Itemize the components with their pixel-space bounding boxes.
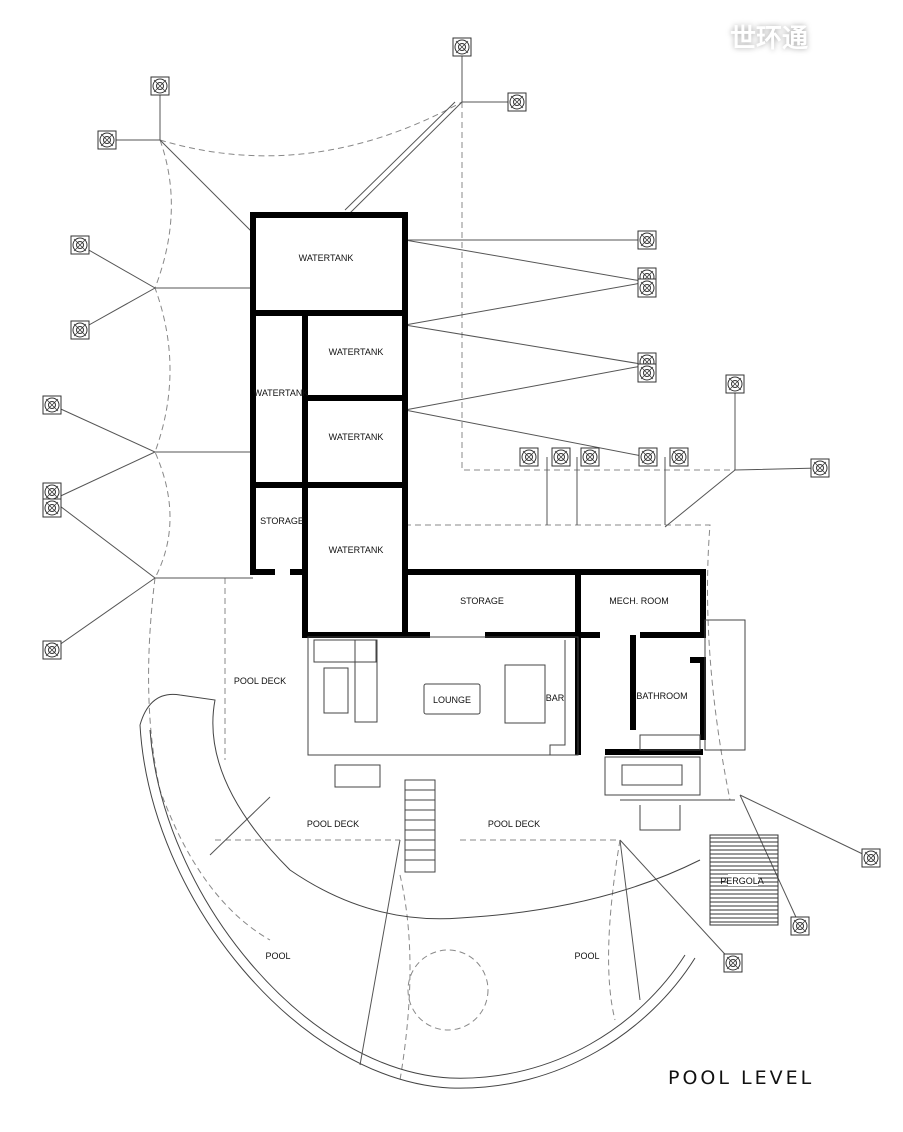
label-lounge: LOUNGE	[433, 695, 471, 705]
label-watertank: WATERTANK	[299, 253, 354, 263]
label-pool-deck: POOL DECK	[488, 819, 540, 829]
plan-title: POOL LEVEL	[668, 1067, 815, 1089]
sofa	[313, 639, 377, 663]
label-pergola: PERGOLA	[720, 876, 764, 886]
watermark: 世环通	[730, 24, 809, 54]
label-watertank: WATERTANK	[329, 432, 384, 442]
stairs-right	[704, 619, 746, 751]
furniture	[313, 619, 746, 873]
pool-outline	[139, 693, 735, 1089]
label-watertank: WATERTANK	[329, 347, 384, 357]
walls	[250, 212, 706, 756]
room-labels: WATERTANK WATERTANK WATERTANK WATERTANK …	[234, 253, 764, 961]
stairs	[404, 779, 436, 873]
label-pool-deck: POOL DECK	[307, 819, 359, 829]
bar-counter	[504, 664, 546, 724]
label-watertank: WATERTANK	[329, 545, 384, 555]
tension-cables	[51, 47, 872, 1066]
pool-table	[423, 683, 481, 715]
label-pool: POOL	[265, 951, 290, 961]
label-watertank: WATERTANK	[254, 388, 309, 398]
label-bar: BAR	[546, 693, 565, 703]
coffee-table	[323, 667, 349, 714]
label-storage: STORAGE	[260, 516, 304, 526]
label-pool: POOL	[574, 951, 599, 961]
label-pool-deck: POOL DECK	[234, 676, 286, 686]
label-storage: STORAGE	[460, 596, 504, 606]
anchor-points	[42, 37, 881, 973]
label-bathroom: BATHROOM	[636, 691, 687, 701]
dining-table	[334, 764, 381, 788]
label-mech-room: MECH. ROOM	[609, 596, 669, 606]
